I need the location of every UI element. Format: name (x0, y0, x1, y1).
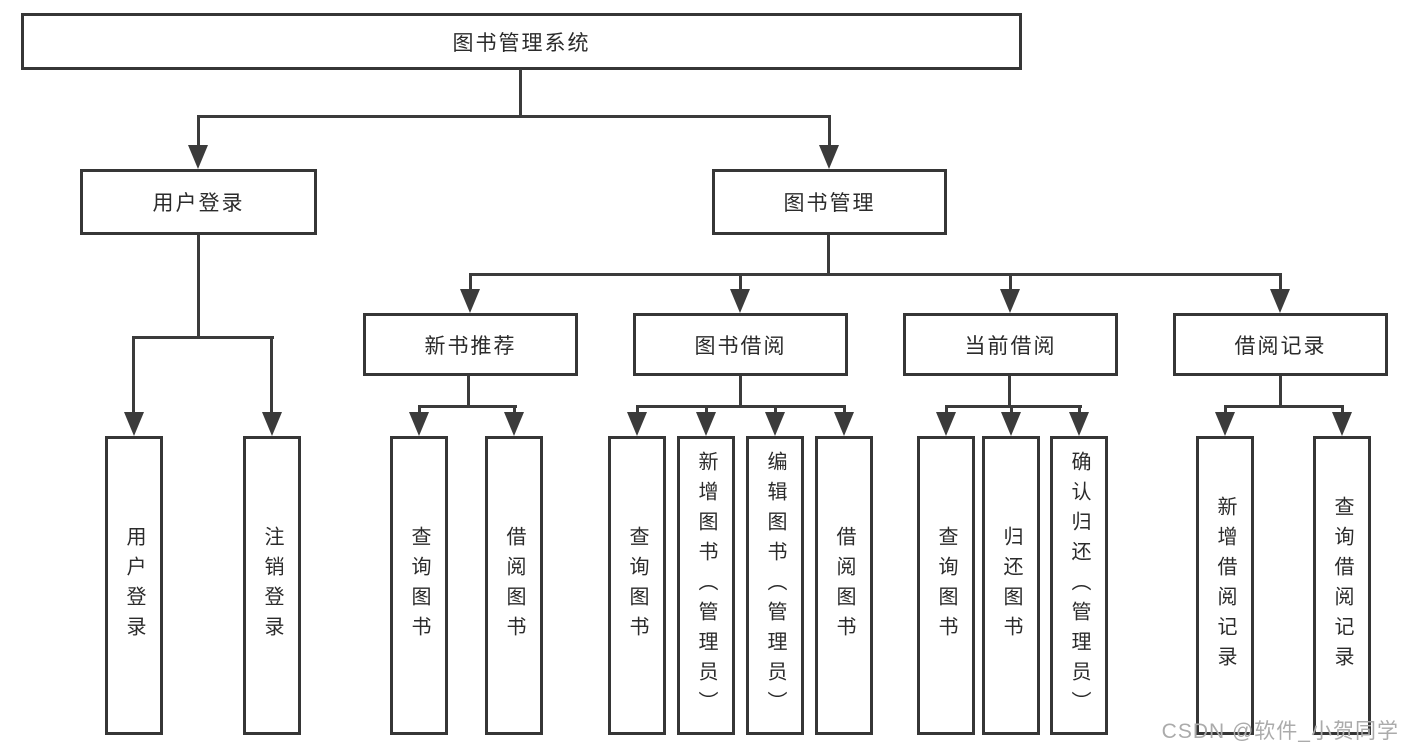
connector-line (1279, 273, 1282, 292)
arrow-down-icon (834, 412, 854, 436)
arrow-down-icon (1069, 412, 1089, 436)
connector-line (469, 273, 1282, 276)
arrow-down-icon (730, 289, 750, 313)
connector-line (418, 405, 421, 415)
connector-line (1341, 405, 1344, 415)
connector-line (513, 405, 516, 415)
arrow-down-icon (409, 412, 429, 436)
csdn-watermark: CSDN @软件_小贺同学 (1161, 720, 1399, 743)
connector-line (739, 273, 742, 292)
connector-line (467, 376, 470, 408)
connector-line (1008, 376, 1011, 408)
arrow-down-icon (1332, 412, 1352, 436)
leaf-query-borrow-record: 查询借阅记录 (1313, 436, 1371, 735)
arrow-down-icon (124, 412, 144, 436)
node-new-book-recommend: 新书推荐 (363, 313, 578, 376)
arrow-down-icon (936, 412, 956, 436)
leaf-logout: 注销登录 (243, 436, 301, 735)
arrow-down-icon (262, 412, 282, 436)
arrow-down-icon (627, 412, 647, 436)
node-borrowing-records: 借阅记录 (1173, 313, 1388, 376)
leaf-query-books-3: 查询图书 (917, 436, 975, 735)
connector-line (1009, 273, 1012, 292)
arrow-down-icon (1270, 289, 1290, 313)
connector-line (739, 376, 742, 408)
node-book-borrowing: 图书借阅 (633, 313, 848, 376)
connector-line (774, 405, 777, 415)
connector-line (945, 405, 1082, 408)
node-library-management-system: 图书管理系统 (21, 13, 1022, 70)
connector-line (1010, 405, 1013, 415)
connector-line (636, 405, 639, 415)
connector-line (1279, 376, 1282, 408)
leaf-user-login: 用户登录 (105, 436, 163, 735)
connector-line (1224, 405, 1227, 415)
leaf-query-books-1: 查询图书 (390, 436, 448, 735)
arrow-down-icon (819, 145, 839, 169)
connector-line (519, 69, 522, 118)
connector-line (418, 405, 517, 408)
leaf-add-books-admin: 新增图书（管理员） (677, 436, 735, 735)
connector-line (132, 336, 274, 339)
leaf-add-borrow-record: 新增借阅记录 (1196, 436, 1254, 735)
leaf-edit-books-admin: 编辑图书（管理员） (746, 436, 804, 735)
node-current-borrowing: 当前借阅 (903, 313, 1118, 376)
arrow-down-icon (765, 412, 785, 436)
leaf-return-books: 归还图书 (982, 436, 1040, 735)
arrow-down-icon (460, 289, 480, 313)
connector-line (132, 336, 135, 414)
connector-line (197, 235, 200, 339)
connector-line (636, 405, 846, 408)
arrow-down-icon (696, 412, 716, 436)
leaf-confirm-return-admin: 确认归还（管理员） (1050, 436, 1108, 735)
leaf-borrow-books-1: 借阅图书 (485, 436, 543, 735)
connector-line (270, 336, 273, 414)
connector-line (197, 115, 200, 147)
arrow-down-icon (504, 412, 524, 436)
leaf-query-books-2: 查询图书 (608, 436, 666, 735)
arrow-down-icon (1000, 289, 1020, 313)
connector-line (1224, 405, 1344, 408)
connector-line (469, 273, 472, 292)
arrow-down-icon (188, 145, 208, 169)
connector-line (945, 405, 948, 415)
arrow-down-icon (1215, 412, 1235, 436)
connector-line (827, 235, 830, 276)
node-user-login: 用户登录 (80, 169, 317, 235)
leaf-borrow-books-2: 借阅图书 (815, 436, 873, 735)
connector-line (1078, 405, 1081, 415)
node-book-management: 图书管理 (712, 169, 947, 235)
connector-line (705, 405, 708, 415)
connector-line (828, 115, 831, 147)
connector-line (197, 115, 831, 118)
arrow-down-icon (1001, 412, 1021, 436)
connector-line (843, 405, 846, 415)
